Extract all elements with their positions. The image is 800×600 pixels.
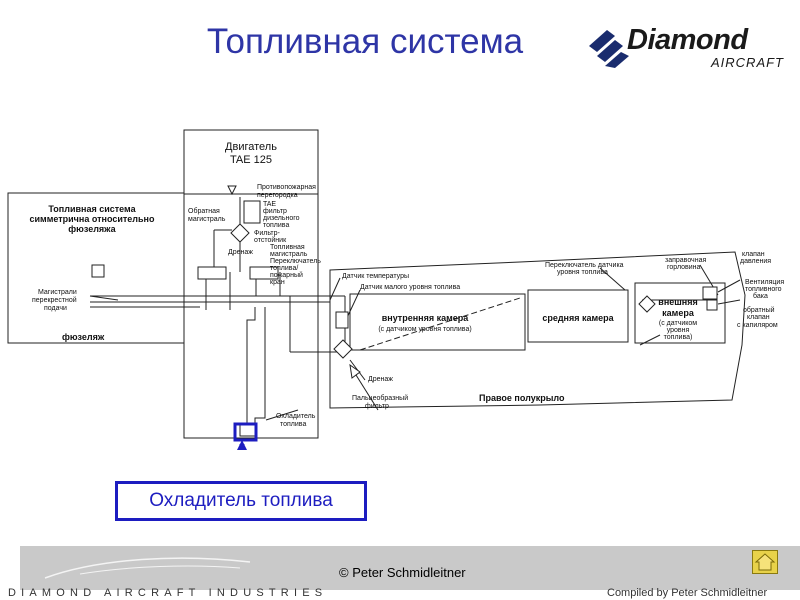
label-temp-sensor: Датчик температуры (342, 273, 409, 280)
label-symmetric-3: фюзеляжа (68, 224, 116, 234)
fuselage-outline (7, 192, 184, 344)
wing-filter-icon (333, 339, 353, 359)
label-fuel-line-2: магистраль (270, 251, 308, 258)
label-finger-filter-2: фильтр (365, 403, 389, 410)
label-selector-3: пожарный (270, 271, 303, 279)
label-pressure-valve-1: клапан (742, 251, 765, 258)
label-tae-filter-2: фильтр (263, 208, 287, 215)
label-check-valve-2: клапан (747, 314, 770, 321)
footer-company: DIAMOND AIRCRAFT INDUSTRIES (8, 587, 328, 599)
header-tank-icon (91, 264, 105, 278)
label-level-switch-2: уровня топлива (557, 269, 608, 276)
callout-arrow-icon (237, 440, 247, 450)
label-pressure-valve-2: давления (740, 258, 771, 265)
home-icon (754, 553, 776, 571)
label-settling-filter-2: отстойник (254, 236, 287, 244)
label-fuel-line-1: Топливная (270, 244, 305, 251)
label-low-level-sensor: Датчик малого уровня топлива (360, 284, 460, 291)
label-engine: Двигатель (225, 141, 277, 153)
label-symmetric-2: симметрична относительно (30, 214, 155, 224)
label-selector-1: Переключатель (270, 258, 321, 265)
label-outer-chamber-2: камера (662, 308, 695, 318)
footer-copyright: © Peter Schmidleitner (339, 565, 466, 580)
label-tae-filter-1: TAE (263, 201, 276, 208)
outer-filter-icon (638, 295, 656, 313)
diamond-logo: Diamond AIRCRAFT (585, 22, 783, 72)
fuel-system-diagram: Двигатель TAE 125 Противопожарная перего… (7, 129, 784, 450)
label-settling-filter-1: Фильтр- (254, 230, 281, 237)
check-valve-icon (706, 299, 718, 311)
label-return-1: Обратная (188, 207, 220, 215)
label-middle-chamber: средняя камера (542, 313, 614, 323)
label-fuselage: фюзеляж (62, 332, 105, 342)
outer-chamber (634, 282, 726, 344)
middle-chamber (527, 289, 629, 343)
label-vent-2: топливного (745, 286, 782, 293)
slide-title: Топливная система (206, 22, 524, 61)
settling-filter-icon (230, 223, 250, 243)
label-filler-1: заправочная (665, 257, 706, 264)
footer-compiled: Compiled by Peter Schmidleitner (607, 587, 768, 599)
drain-valve-icon (349, 363, 361, 379)
label-return-2: магистраль (188, 216, 226, 223)
label-tae-filter-3: дизельного (263, 215, 300, 222)
label-crossfeed-2: перекрестной (32, 296, 77, 304)
label-selector-2: топлива/ (270, 265, 298, 272)
fuel-selector-right (249, 266, 279, 280)
inner-chamber (349, 293, 526, 351)
label-inner-chamber-2: (с датчиком уровня топлива) (378, 326, 471, 333)
label-drain-top: Дренаж (228, 249, 253, 256)
label-check-valve-3: с капиляром (737, 322, 778, 329)
label-firewall-2: перегородка (257, 192, 298, 199)
label-engine-model: TAE 125 (230, 154, 272, 166)
right-wing-outline (329, 251, 746, 409)
logo-wordmark: Diamond (627, 24, 748, 56)
label-cooler-2: топлива (280, 421, 306, 428)
label-filler-2: горловина (667, 264, 700, 271)
label-vent-1: Вентиляция (745, 279, 784, 286)
label-drain-bottom: Дренаж (368, 376, 393, 383)
cooler-icon (239, 423, 257, 437)
label-crossfeed-3: подачи (44, 305, 67, 312)
engine-box (183, 129, 319, 439)
home-button[interactable] (752, 550, 778, 574)
aircraft-silhouette-icon (44, 557, 251, 579)
logo-subtitle: AIRCRAFT (711, 55, 784, 70)
label-crossfeed-1: Магистрали (38, 289, 77, 296)
label-level-switch-1: Переключатель датчика (545, 262, 624, 269)
label-outer-chamber-4: уровня (667, 327, 690, 334)
label-selector-4: кран (270, 279, 285, 286)
label-tae-filter-4: топлива (263, 222, 289, 229)
label-right-wing: Правое полукрыло (479, 393, 565, 403)
label-outer-chamber-5: топлива) (664, 334, 693, 341)
filler-cap-icon (702, 286, 718, 300)
label-outer-chamber-1: внешняя (658, 297, 697, 307)
label-vent-3: бака (753, 292, 768, 300)
callout-label: Охладитель топлива (149, 490, 333, 511)
label-cooler-1: Охладитель (276, 413, 316, 420)
label-finger-filter-1: Пальцеобразный (352, 394, 408, 402)
diamond-logo-icon (589, 30, 629, 68)
temp-sensor-icon (335, 311, 349, 329)
label-symmetric-1: Топливная система (48, 204, 136, 214)
cooler-highlight-box (233, 422, 258, 442)
label-outer-chamber-3: (с датчиком (659, 320, 697, 327)
label-firewall-1: Противопожарная (257, 184, 316, 191)
label-check-valve-1: обратный (743, 306, 775, 314)
firewall-vent-icon (227, 185, 237, 196)
tae-filter-box (243, 200, 261, 224)
fuel-selector-left (197, 266, 227, 280)
label-inner-chamber-1: внутренняя камера (382, 313, 470, 323)
footer-band (20, 546, 800, 590)
callout-box: Охладитель топлива (115, 481, 367, 521)
